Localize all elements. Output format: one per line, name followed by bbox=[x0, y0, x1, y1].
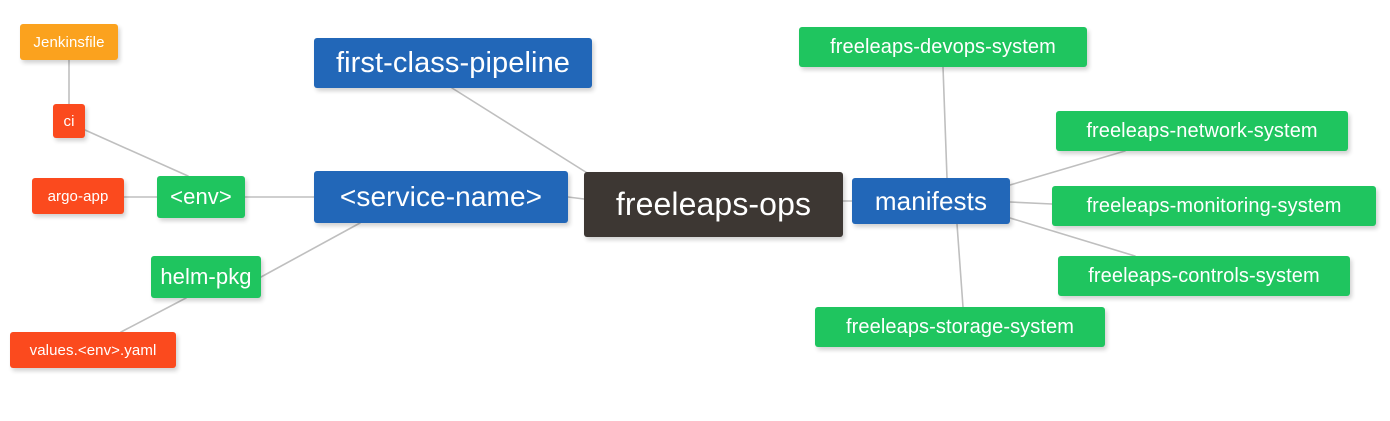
mindmap-node-label: freeleaps-controls-system bbox=[1088, 264, 1320, 287]
mindmap-edge bbox=[260, 222, 361, 278]
mindmap-node-label: freeleaps-ops bbox=[615, 186, 812, 222]
mindmap-node-label: manifests bbox=[874, 185, 988, 216]
mindmap-node-freeleaps-devops-system[interactable]: freeleaps-devops-system bbox=[799, 27, 1087, 67]
mindmap-node-first-class-pipeline[interactable]: first-class-pipeline bbox=[314, 38, 592, 88]
mindmap-node-label: ci bbox=[63, 112, 75, 130]
mindmap-edge bbox=[567, 196, 585, 200]
mindmap-node-helm-pkg[interactable]: helm-pkg bbox=[151, 256, 261, 298]
mindmap-edge bbox=[1009, 150, 1126, 186]
mindmap-node-label: freeleaps-monitoring-system bbox=[1086, 194, 1342, 217]
mindmap-node-label: helm-pkg bbox=[160, 264, 252, 289]
mindmap-node-label: values.<env>.yaml bbox=[29, 341, 157, 359]
mindmap-node-freeleaps-network-system[interactable]: freeleaps-network-system bbox=[1056, 111, 1348, 151]
mindmap-node-label: Jenkinsfile bbox=[33, 33, 105, 51]
mindmap-node-label: freeleaps-network-system bbox=[1086, 119, 1318, 142]
mindmap-node-label: argo-app bbox=[47, 187, 109, 205]
mindmap-edge bbox=[956, 223, 964, 308]
mindmap-node-jenkinsfile[interactable]: Jenkinsfile bbox=[20, 24, 118, 60]
mindmap-edge bbox=[120, 297, 187, 333]
mindmap-edge bbox=[942, 66, 948, 179]
mindmap-node-freeleaps-storage-system[interactable]: freeleaps-storage-system bbox=[815, 307, 1105, 347]
mindmap-node-freeleaps-monitoring-system[interactable]: freeleaps-monitoring-system bbox=[1052, 186, 1376, 226]
mindmap-edge bbox=[84, 129, 189, 177]
mindmap-node-label: first-class-pipeline bbox=[335, 46, 571, 79]
mindmap-node-manifests[interactable]: manifests bbox=[852, 178, 1010, 224]
mindmap-node-values-env-yaml[interactable]: values.<env>.yaml bbox=[10, 332, 176, 368]
mindmap-node-label: freeleaps-devops-system bbox=[830, 35, 1056, 58]
mindmap-node-env[interactable]: <env> bbox=[157, 176, 245, 218]
mindmap-node-freeleaps-ops[interactable]: freeleaps-ops bbox=[584, 172, 843, 237]
mindmap-node-freeleaps-controls-system[interactable]: freeleaps-controls-system bbox=[1058, 256, 1350, 296]
mindmap-node-argo-app[interactable]: argo-app bbox=[32, 178, 124, 214]
mindmap-node-label: <env> bbox=[170, 184, 232, 209]
mindmap-node-label: <service-name> bbox=[339, 181, 543, 212]
mindmap-edge bbox=[1009, 201, 1053, 205]
mindmap-node-ci[interactable]: ci bbox=[53, 104, 85, 138]
mindmap-edge bbox=[451, 87, 593, 177]
mindmap-node-service-name[interactable]: <service-name> bbox=[314, 171, 568, 223]
mindmap-node-label: freeleaps-storage-system bbox=[845, 315, 1075, 338]
